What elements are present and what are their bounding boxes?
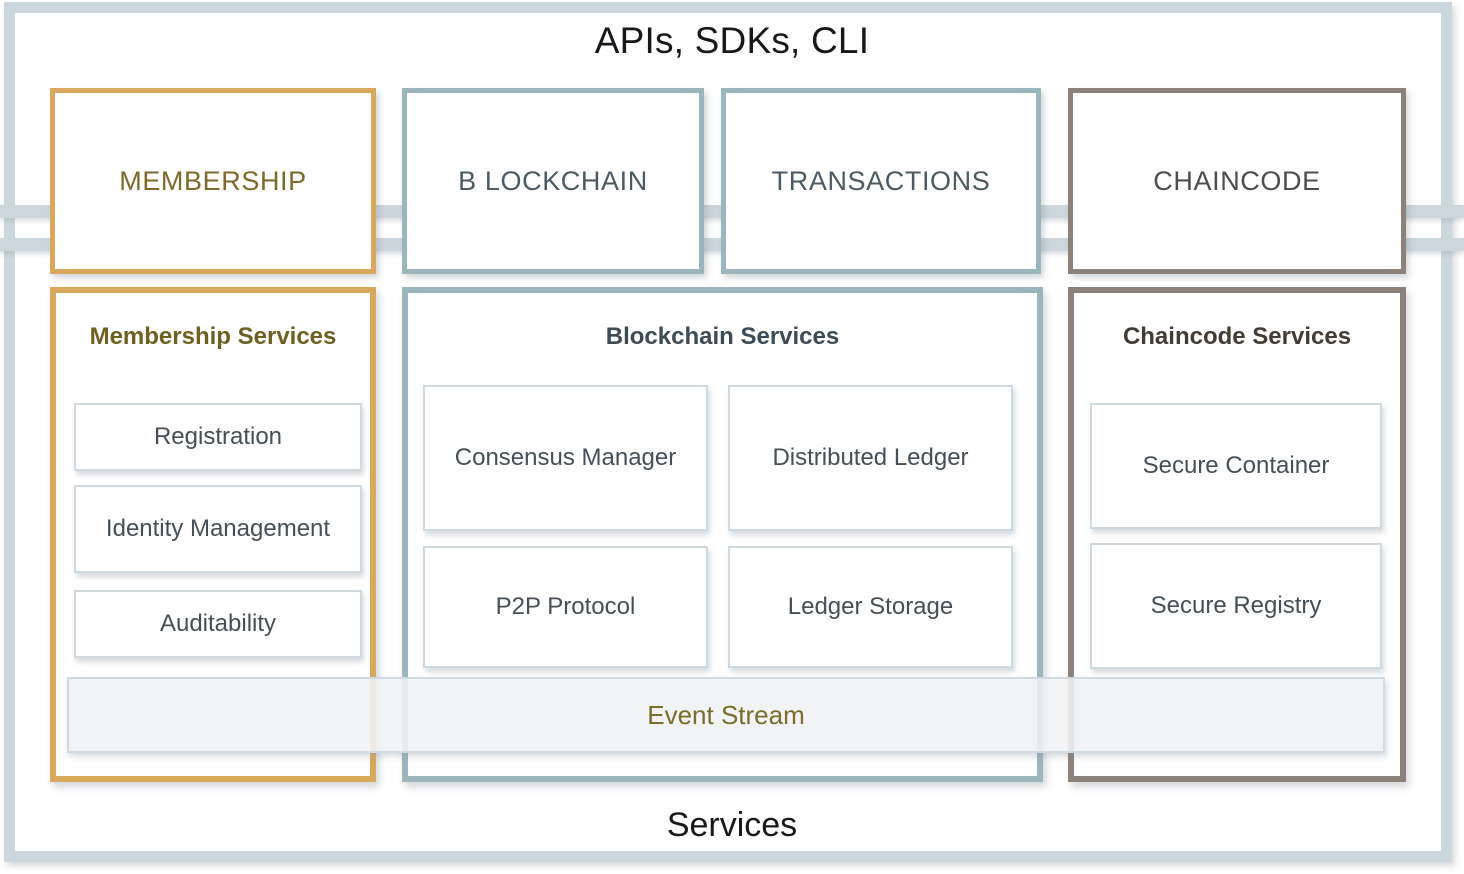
capability-box-membership[interactable]: MEMBERSHIP bbox=[50, 88, 376, 274]
page-title-services: Services bbox=[666, 806, 798, 844]
capability-box-chaincode[interactable]: CHAINCODE bbox=[1068, 88, 1406, 274]
tile-label-registration: Registration bbox=[153, 422, 283, 450]
page-title-apis: APIs, SDKs, CLI bbox=[594, 20, 870, 61]
tile-auditability[interactable]: Auditability bbox=[74, 590, 362, 658]
tile-consensus-manager[interactable]: Consensus Manager bbox=[423, 385, 708, 531]
tile-label-consensus-manager: Consensus Manager bbox=[454, 443, 677, 471]
panel-title-membership: Membership Services bbox=[89, 323, 337, 350]
tile-label-p2p-protocol: P2P Protocol bbox=[495, 592, 636, 620]
tile-secure-container[interactable]: Secure Container bbox=[1090, 403, 1382, 529]
tile-label-ledger-storage: Ledger Storage bbox=[787, 592, 954, 620]
event-stream-bar[interactable]: Event Stream bbox=[67, 677, 1385, 753]
panel-title-chaincode: Chaincode Services bbox=[1122, 323, 1352, 350]
tile-registration[interactable]: Registration bbox=[74, 403, 362, 471]
capability-label-membership: MEMBERSHIP bbox=[119, 165, 307, 196]
capability-box-blockchain[interactable]: B LOCKCHAIN bbox=[402, 88, 704, 274]
tile-secure-registry[interactable]: Secure Registry bbox=[1090, 543, 1382, 669]
tile-label-auditability: Auditability bbox=[159, 609, 277, 637]
panel-title-blockchain: Blockchain Services bbox=[605, 323, 840, 350]
tile-label-secure-container: Secure Container bbox=[1142, 451, 1330, 479]
capability-label-transactions: TRANSACTIONS bbox=[771, 165, 991, 196]
capability-label-chaincode: CHAINCODE bbox=[1153, 165, 1321, 196]
tile-identity-management[interactable]: Identity Management bbox=[74, 485, 362, 573]
tile-label-distributed-ledger: Distributed Ledger bbox=[772, 443, 969, 471]
tile-label-identity-management: Identity Management bbox=[105, 514, 331, 542]
event-stream-label: Event Stream bbox=[647, 699, 805, 730]
tile-label-secure-registry: Secure Registry bbox=[1150, 591, 1322, 619]
capability-box-transactions[interactable]: TRANSACTIONS bbox=[721, 88, 1041, 274]
tile-distributed-ledger[interactable]: Distributed Ledger bbox=[728, 385, 1013, 531]
capability-label-blockchain: B LOCKCHAIN bbox=[458, 165, 648, 196]
tile-ledger-storage[interactable]: Ledger Storage bbox=[728, 546, 1013, 668]
tile-p2p-protocol[interactable]: P2P Protocol bbox=[423, 546, 708, 668]
